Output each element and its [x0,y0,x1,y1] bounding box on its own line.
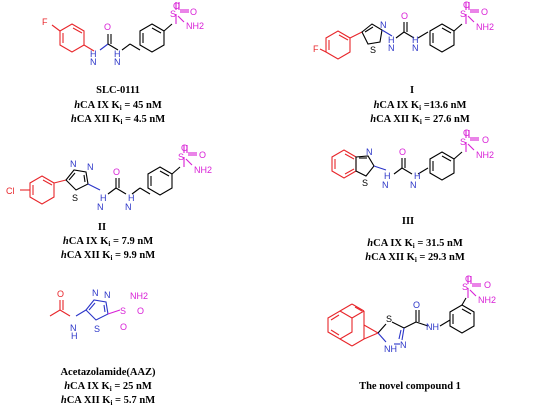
compound-name-iii: III [402,216,414,227]
atom-o: O [181,143,188,153]
atom-o: O [57,289,64,299]
atom-h: H [412,35,419,45]
atom-n: N [90,57,97,67]
atom-nh2: NH2 [130,291,148,301]
atom-o: O [482,135,489,145]
compound-name-slc-0111: SLC-0111 [96,85,140,96]
atom-cl: Cl [6,186,15,196]
atom-nh2: NH2 [478,295,496,305]
atom-n: N [366,147,373,157]
atom-n: N [70,323,77,333]
atom-o: O [463,128,470,138]
atom-o: O [481,7,488,17]
ki-ix-i: hCA IX Ki =13.6 nM [374,100,467,112]
atom-o: O [413,300,420,310]
ki-ix-slc-0111: hCA IX Ki = 45 nM [74,100,162,112]
atom-s: S [460,137,466,147]
atom-nh2: NH2 [186,21,204,31]
ki-xii-slc-0111: hCA XII Ki = 4.5 nM [71,114,165,126]
structure-novel-compound-1 [327,275,482,347]
atom-n: N [382,180,389,190]
atom-h: H [114,49,121,59]
atom-n: N [400,340,407,350]
ki-xii-i: hCA XII Ki = 27.6 nM [370,114,470,126]
ki-xii-iii: hCA XII Ki = 29.3 nM [365,252,465,264]
compound-name-ii: II [98,222,106,233]
compound-name-i: I [410,85,414,96]
atom-n: N [125,202,132,212]
atom-n: N [92,288,99,298]
atom-nh2: NH2 [476,22,494,32]
atom-n: N [388,43,395,53]
atom-o: O [199,150,206,160]
atom-nh: NH [384,344,397,354]
atom-h: H [128,193,135,203]
atom-h: H [100,193,107,203]
atom-o: O [463,0,470,10]
atom-n: N [410,180,417,190]
atom-nh2: NH2 [476,150,494,160]
atom-o: O [173,1,180,11]
atom-n: N [104,290,111,300]
atom-f: F [42,17,48,27]
atom-h: H [71,331,78,341]
atom-n: N [114,57,121,67]
atom-n: N [412,43,419,53]
structure-compound-iii [331,129,480,181]
atom-h: H [414,171,421,181]
atom-n: N [97,202,104,212]
ki-ix-iii: hCA IX Ki = 31.5 nM [367,238,463,250]
atom-nh: NH [426,322,439,332]
atom-s: S [370,45,376,55]
atom-n: N [70,159,77,169]
atom-s: S [460,9,466,19]
structure-compound-i [319,1,480,60]
atom-o: O [104,22,111,32]
atom-s: S [170,9,176,19]
atom-h: H [388,35,395,45]
compound-name-novel: The novel compound 1 [359,381,461,392]
atom-f: F [313,44,319,54]
atom-n: N [380,20,387,30]
atom-h: H [90,49,97,59]
atom-s: S [386,314,392,324]
atom-o: O [399,147,406,157]
atom-o: O [484,280,491,290]
ki-ix-ii: hCA IX Ki = 7.9 nM [63,236,153,248]
atom-s: S [94,324,100,334]
atom-o: O [120,322,127,332]
atom-h: H [384,171,391,181]
structure-acetazolamide [49,299,121,321]
atom-s: S [462,282,468,292]
atom-s: S [362,178,368,188]
atom-n: N [87,162,94,172]
atom-o: O [465,274,472,284]
atom-o: O [401,11,408,21]
atom-o: O [137,306,144,316]
ki-xii-aaz: hCA XII Ki = 5.7 nM [61,395,155,407]
compound-name-aaz: Acetazolamide(AAZ) [60,367,156,378]
atom-o: O [113,167,120,177]
atom-nh2: NH2 [194,165,212,175]
structure-compound-ii [20,144,198,205]
ki-xii-ii: hCA XII Ki = 9.9 nM [61,250,155,262]
atom-s: S [120,306,126,316]
ki-ix-aaz: hCA IX Ki = 25 nM [64,381,152,393]
structure-slc-0111 [51,1,190,53]
atom-o: O [190,7,197,17]
atom-s: S [72,193,78,203]
atom-s: S [178,152,184,162]
